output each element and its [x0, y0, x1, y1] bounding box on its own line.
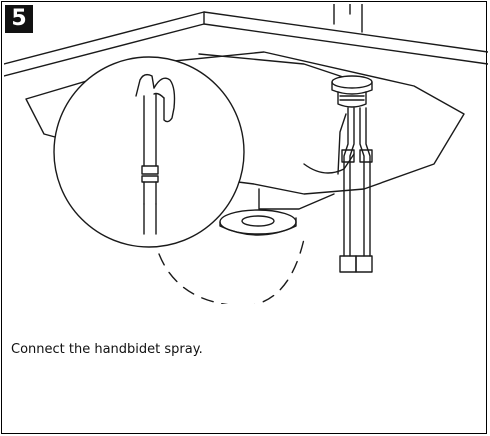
handbidet-spray-icon: [53, 56, 245, 248]
instruction-caption: Connect the handbidet spray.: [11, 342, 203, 357]
sink-installation-illustration: [4, 4, 488, 304]
step-number-badge: 5: [5, 5, 33, 33]
faucet-hoses-icon: [331, 75, 373, 273]
